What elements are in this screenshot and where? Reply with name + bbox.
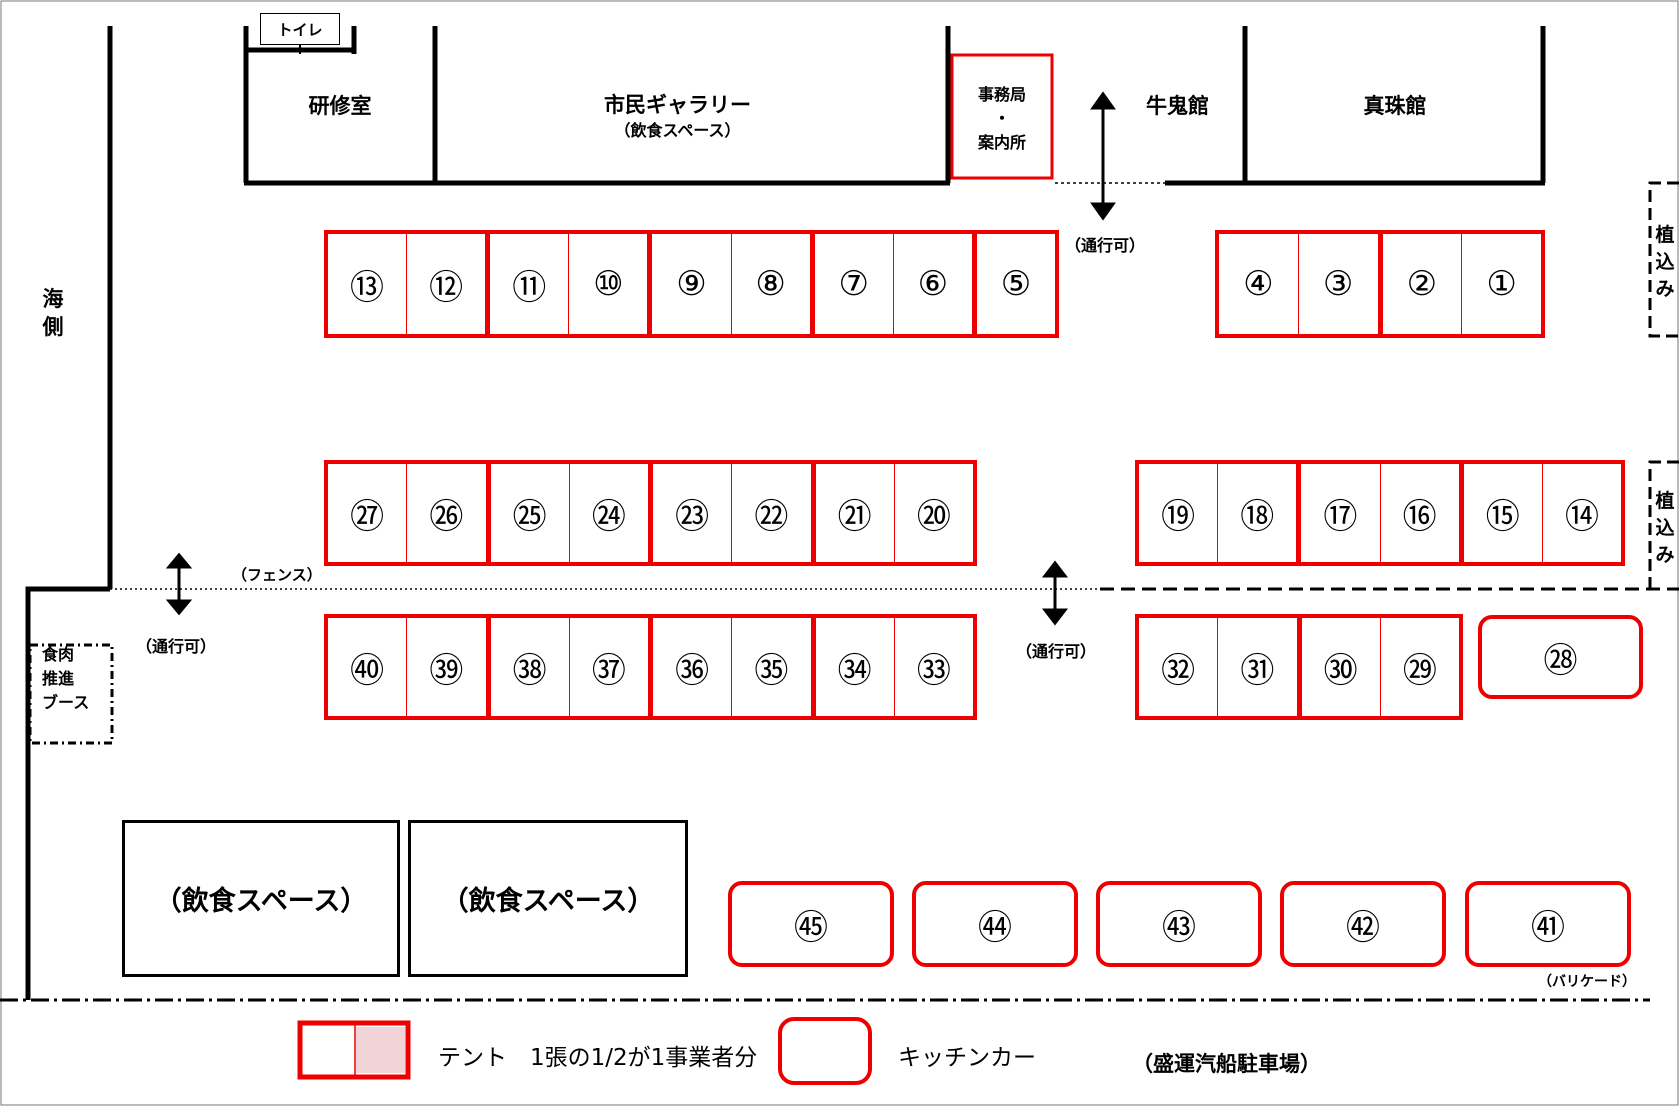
tent-slot[interactable]: ⑩ [568, 234, 652, 334]
tent-slot[interactable]: ⑦ [813, 234, 893, 334]
tent-row-2-right: ⑲ ⑱ ⑰ ⑯ ⑮ ⑭ [1135, 460, 1625, 566]
tent-slot[interactable]: ⑯ [1379, 464, 1463, 562]
planting-char: み [1655, 278, 1675, 300]
tent-slot[interactable]: ⑳ [893, 464, 973, 562]
arrow-left [165, 552, 193, 616]
planting-char: 込 [1655, 251, 1675, 273]
tent-slot[interactable]: ㉗ [350, 496, 385, 537]
meat-line-2: 推進 [42, 669, 75, 688]
office-line-2: ・ [993, 109, 1010, 128]
kitchen-car[interactable]: ㊺ [728, 881, 894, 967]
room-gallery: 市民ギャラリー [604, 93, 751, 117]
tent-slot[interactable]: ⑱ [1217, 464, 1301, 562]
legend-tent [297, 1020, 411, 1080]
tent-slot[interactable]: ⑮ [1462, 464, 1542, 562]
kitchen-car-28[interactable]: ㉘ [1478, 615, 1643, 699]
planting-box-2 [1648, 460, 1679, 589]
tent-slot[interactable]: ㊲ [568, 618, 652, 716]
legend-kitchen-car [778, 1017, 872, 1085]
tent-slot[interactable]: ① [1461, 234, 1541, 334]
tent-slot[interactable]: ㉑ [814, 464, 894, 562]
fence-label: （フェンス） [232, 566, 322, 584]
passable-label-left: （通行可） [136, 637, 217, 656]
legend-tent-half [356, 1027, 405, 1073]
toilet-label: トイレ [260, 13, 340, 45]
tent-slot[interactable]: ⑨ [651, 234, 730, 334]
tent-slot[interactable]: ㊱ [652, 618, 731, 716]
meat-line-1: 食肉 [42, 645, 75, 664]
office-line-3: 案内所 [977, 133, 1026, 152]
tent-slot[interactable]: ㉓ [652, 464, 731, 562]
tent-slot[interactable]: ⑬ [350, 267, 385, 308]
tent-slot[interactable]: ② [1381, 234, 1462, 334]
tent-slot[interactable]: ⑫ [406, 234, 490, 334]
planting-char: 植 [1655, 490, 1675, 512]
kitchen-car[interactable]: ㊸ [1096, 881, 1262, 967]
tent-row-3-left: ㊵ ㊴ ㊳ ㊲ ㊱ ㉟ ㉞ ㉝ [324, 614, 977, 720]
planting-char: 込 [1655, 517, 1675, 539]
tent-slot[interactable]: ㉜ [1161, 650, 1196, 691]
meat-line-3: ブース [42, 693, 90, 712]
legend-tent-text: テント 1張の1/2が1事業者分 [438, 1045, 758, 1071]
planting-label-1: 植 込 み [1652, 222, 1678, 303]
tent-slot[interactable]: ㉞ [814, 618, 894, 716]
planting-char: み [1655, 544, 1675, 566]
legend-kitchen-text: キッチンカー [898, 1045, 1036, 1071]
meat-booth-box [28, 643, 114, 745]
kitchen-car[interactable]: ㊹ [912, 881, 1078, 967]
room-training: 研修室 [308, 94, 372, 118]
parking-label: （盛運汽船駐車場） [1132, 1052, 1321, 1076]
office-line-1: 事務局 [977, 85, 1026, 104]
office-box [950, 53, 1054, 180]
passable-label-top: （通行可） [1065, 236, 1146, 255]
tent-slot[interactable]: ㉝ [893, 618, 973, 716]
tent-slot[interactable]: ㉕ [489, 464, 569, 562]
tent-slot[interactable]: ㉚ [1300, 618, 1380, 716]
tent-slot[interactable]: ⑤ [975, 234, 1055, 334]
tent-slot[interactable]: ④ [1243, 264, 1274, 304]
dining-space-2: （飲食スペース） [408, 820, 688, 977]
planting-label-2: 植 込 み [1652, 488, 1678, 569]
tent-row-3-right: ㉜ ㉛ ㉚ ㉙ [1135, 614, 1463, 720]
arrow-middle [1041, 560, 1069, 626]
tent-slot[interactable]: ⑰ [1300, 464, 1379, 562]
barricade-label: （バリケード） [1538, 974, 1636, 990]
tent-slot[interactable]: ⑪ [489, 234, 568, 334]
meat-booth-label: 食肉 推進 ブース [30, 643, 112, 715]
kitchen-car[interactable]: ㊶ [1465, 881, 1631, 967]
tent-row-1-left: ⑬ ⑫ ⑪ ⑩ ⑨ ⑧ ⑦ ⑥ ⑤ [324, 230, 1059, 338]
tent-slot[interactable]: ㉛ [1217, 618, 1301, 716]
tent-slot[interactable]: ㊳ [489, 618, 569, 716]
room-shinju: 真珠館 [1363, 94, 1427, 118]
tent-slot[interactable]: ㊴ [406, 618, 490, 716]
arrow-top [1090, 91, 1116, 221]
tent-row-2-left: ㉗ ㉖ ㉕ ㉔ ㉓ ㉒ ㉑ ⑳ [324, 460, 977, 566]
sea-char-1: 海 [42, 287, 64, 311]
tent-slot[interactable]: ㉖ [406, 464, 490, 562]
passable-label-middle: （通行可） [1016, 642, 1097, 661]
tent-slot[interactable]: ⑭ [1541, 464, 1621, 562]
room-office: 事務局 ・ 案内所 [954, 83, 1050, 155]
sea-side-label: 海 側 [38, 285, 68, 341]
tent-slot[interactable]: ⑥ [892, 234, 976, 334]
dining-space-1: （飲食スペース） [122, 820, 400, 977]
tent-slot[interactable]: ㉙ [1379, 618, 1459, 716]
room-gyuki: 牛鬼館 [1146, 94, 1209, 118]
tent-slot[interactable]: ③ [1297, 234, 1382, 334]
sea-wall-lower [25, 586, 110, 1000]
tent-slot[interactable]: ㉒ [731, 464, 815, 562]
room-gallery-sub: （飲食スペース） [614, 121, 741, 140]
tent-slot[interactable]: ⑲ [1161, 496, 1196, 537]
tent-slot[interactable]: ㊵ [350, 650, 385, 691]
planting-char: 植 [1655, 224, 1675, 246]
tent-slot[interactable]: ㉔ [568, 464, 652, 562]
tent-slot[interactable]: ㉟ [731, 618, 815, 716]
tent-slot[interactable]: ⑧ [730, 234, 814, 334]
sea-char-2: 側 [42, 315, 64, 339]
tent-row-1-right: ④ ③ ② ① [1215, 230, 1545, 338]
kitchen-car[interactable]: ㊷ [1280, 881, 1446, 967]
